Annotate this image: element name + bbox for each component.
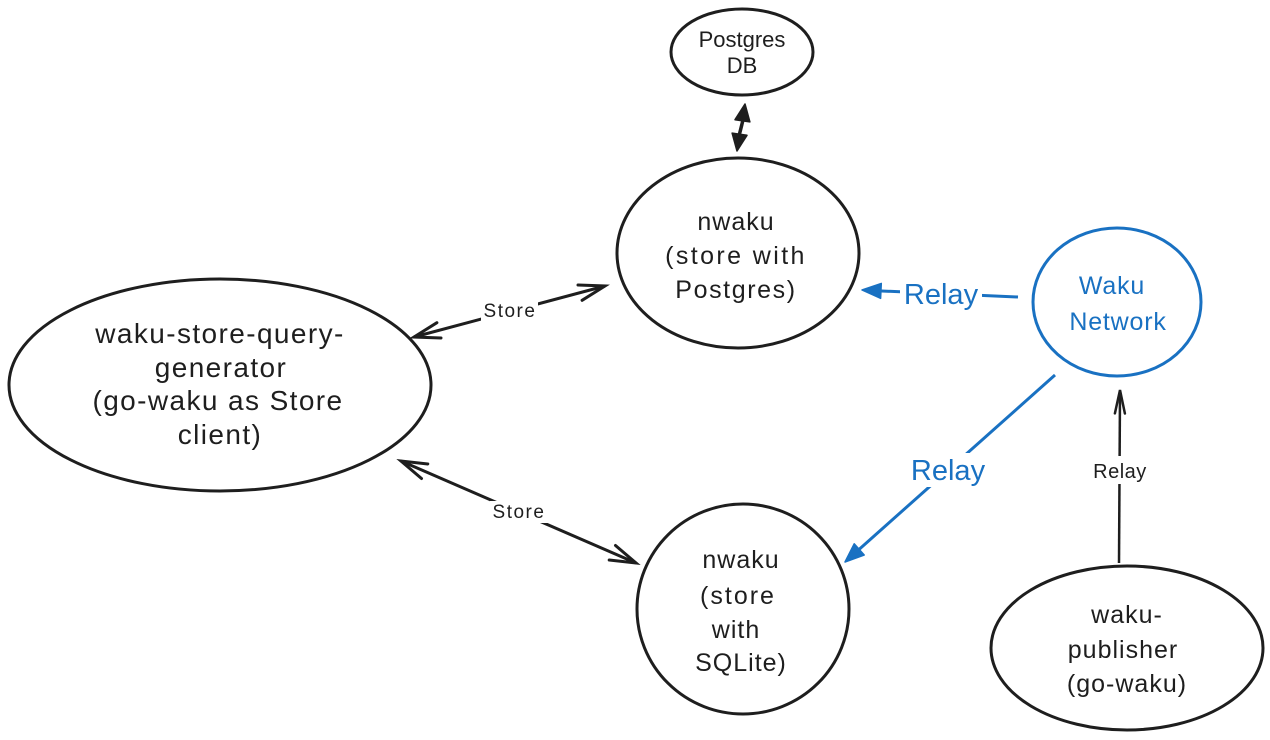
svg-text:Store: Store bbox=[493, 502, 546, 523]
svg-text:waku-: waku- bbox=[1090, 601, 1163, 629]
svg-text:(store with: (store with bbox=[665, 242, 807, 270]
svg-text:Postgres): Postgres) bbox=[675, 276, 796, 304]
svg-text:Relay: Relay bbox=[904, 279, 979, 311]
svg-text:Postgres: Postgres bbox=[699, 27, 786, 52]
svg-text:(go-waku as Store: (go-waku as Store bbox=[92, 385, 343, 416]
svg-text:waku-store-query-: waku-store-query- bbox=[94, 318, 344, 349]
svg-text:Store: Store bbox=[484, 301, 537, 322]
svg-text:nwaku: nwaku bbox=[697, 208, 774, 236]
svg-text:client): client) bbox=[178, 419, 263, 450]
svg-text:publisher: publisher bbox=[1068, 636, 1178, 664]
svg-text:Network: Network bbox=[1069, 308, 1166, 336]
svg-text:Relay: Relay bbox=[911, 455, 986, 487]
svg-text:with: with bbox=[711, 616, 760, 644]
svg-text:SQLite): SQLite) bbox=[695, 649, 787, 677]
svg-text:Relay: Relay bbox=[1093, 461, 1147, 483]
svg-text:nwaku: nwaku bbox=[702, 546, 779, 574]
svg-text:(store: (store bbox=[700, 582, 776, 610]
svg-text:Waku: Waku bbox=[1079, 272, 1145, 300]
svg-text:(go-waku): (go-waku) bbox=[1067, 670, 1187, 698]
svg-text:DB: DB bbox=[727, 53, 758, 78]
svg-text:generator: generator bbox=[155, 352, 287, 383]
